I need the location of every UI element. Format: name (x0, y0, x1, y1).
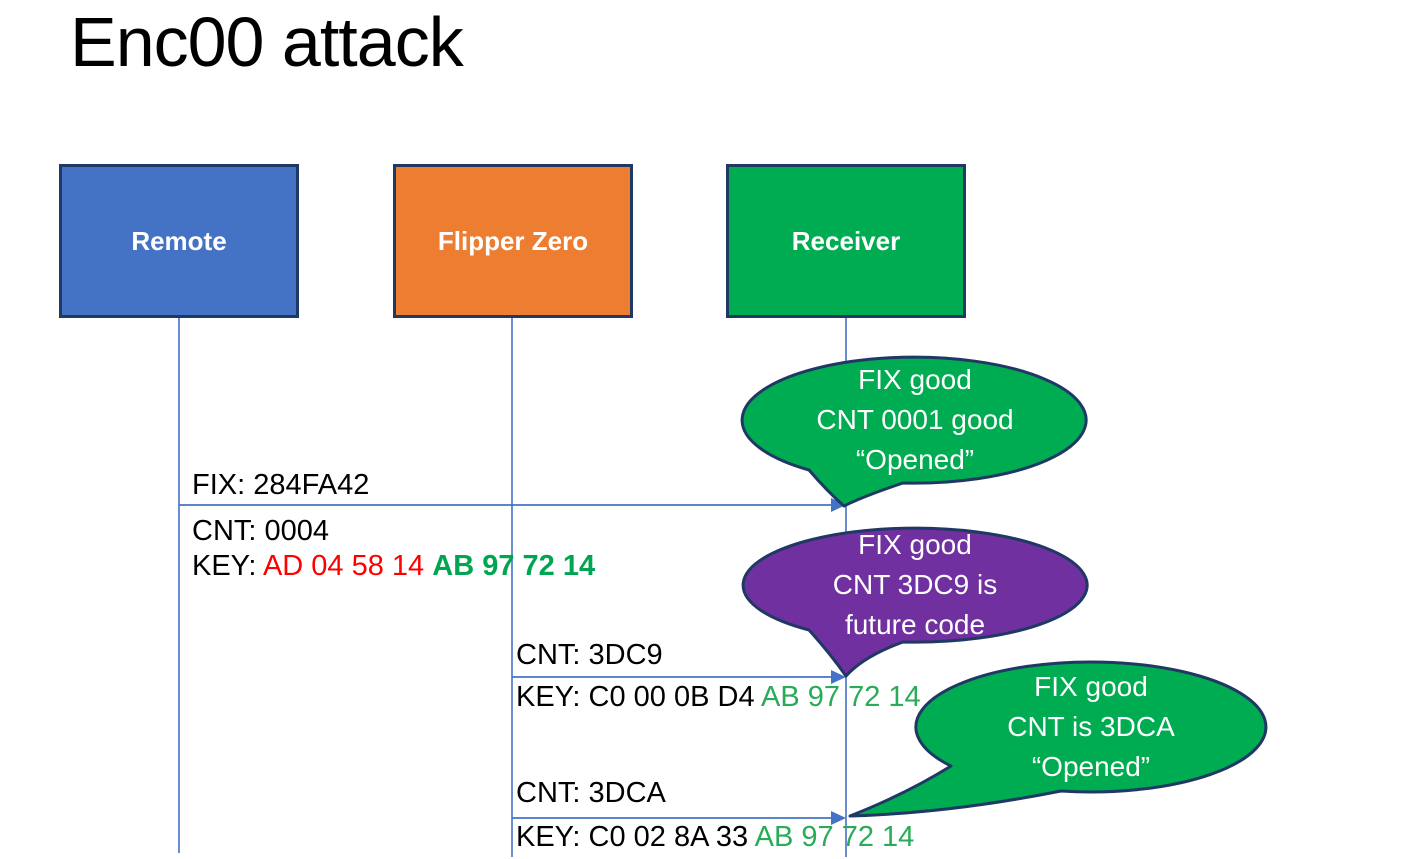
arrow-msg2-head (831, 670, 846, 684)
slide-title: Enc00 attack (70, 3, 464, 81)
msg1-fix-text: FIX: 284FA42 (192, 469, 370, 501)
msg2-key-green-bytes: AB 97 72 14 (761, 681, 921, 713)
callout1-line1: FIX good (858, 364, 972, 395)
callout3-line2: CNT is 3DCA (1007, 711, 1175, 742)
actor-label-flipper-zero: Flipper Zero (437, 225, 589, 256)
msg3-key-label: KEY: C0 02 8A 33 AB 97 72 14 (516, 822, 914, 852)
msg1-key-red-bytes: AD 04 58 14 (262, 550, 433, 582)
msg2-key-label: KEY: C0 00 0B D4 AB 97 72 14 (516, 682, 921, 712)
speech-bubble-future-code (741, 526, 1089, 678)
actor-box-flipper-zero: Flipper Zero (393, 164, 633, 318)
msg3-cnt-label: CNT: 3DCA (516, 778, 666, 808)
speech-bubble-opened-2 (848, 660, 1268, 818)
callout1-line2: CNT 0001 good (816, 404, 1014, 435)
msg1-fix-label: FIX: 284FA42 (192, 470, 369, 500)
msg2-key-black-bytes: C0 00 0B D4 (588, 681, 762, 713)
callout2-line1: FIX good (858, 529, 972, 560)
msg1-key-prefix: KEY: (192, 550, 263, 582)
msg3-key-prefix: KEY: (516, 821, 589, 853)
msg1-key-green-bytes: AB 97 72 14 (432, 550, 596, 582)
msg1-cnt-label: CNT: 0004 (192, 516, 329, 546)
callout-text-future-code: FIX good CNT 3DC9 is future code (763, 527, 1067, 643)
msg2-key-prefix: KEY: (516, 681, 589, 713)
arrow-msg1-head (831, 498, 846, 512)
callout3-line3: “Opened” (1031, 751, 1151, 782)
callout2-line3: future code (844, 609, 986, 640)
actor-box-remote: Remote (59, 164, 299, 318)
msg3-key-black-bytes: C0 02 8A 33 (588, 821, 755, 853)
actor-label-receiver: Receiver (791, 225, 901, 256)
msg1-key-label: KEY: AD 04 58 14 AB 97 72 14 (192, 551, 595, 581)
msg3-key-green-bytes: AB 97 72 14 (754, 821, 915, 853)
callout2-line2: CNT 3DC9 is (832, 569, 998, 600)
callout3-line1: FIX good (1034, 671, 1148, 702)
msg2-cnt-text: CNT: 3DC9 (516, 639, 663, 671)
actor-label-remote: Remote (131, 225, 227, 256)
callout-text-opened-2: FIX good CNT is 3DCA “Opened” (939, 664, 1243, 790)
callout1-line3: “Opened” (855, 444, 975, 475)
msg1-cnt-text: CNT: 0004 (192, 515, 330, 547)
msg2-cnt-label: CNT: 3DC9 (516, 640, 663, 670)
msg3-cnt-text: CNT: 3DCA (516, 777, 666, 809)
speech-bubble-opened-1 (740, 355, 1088, 508)
actor-box-receiver: Receiver (726, 164, 966, 318)
arrow-msg3-head (831, 811, 846, 825)
callout-text-opened-1: FIX good CNT 0001 good “Opened” (763, 360, 1067, 480)
